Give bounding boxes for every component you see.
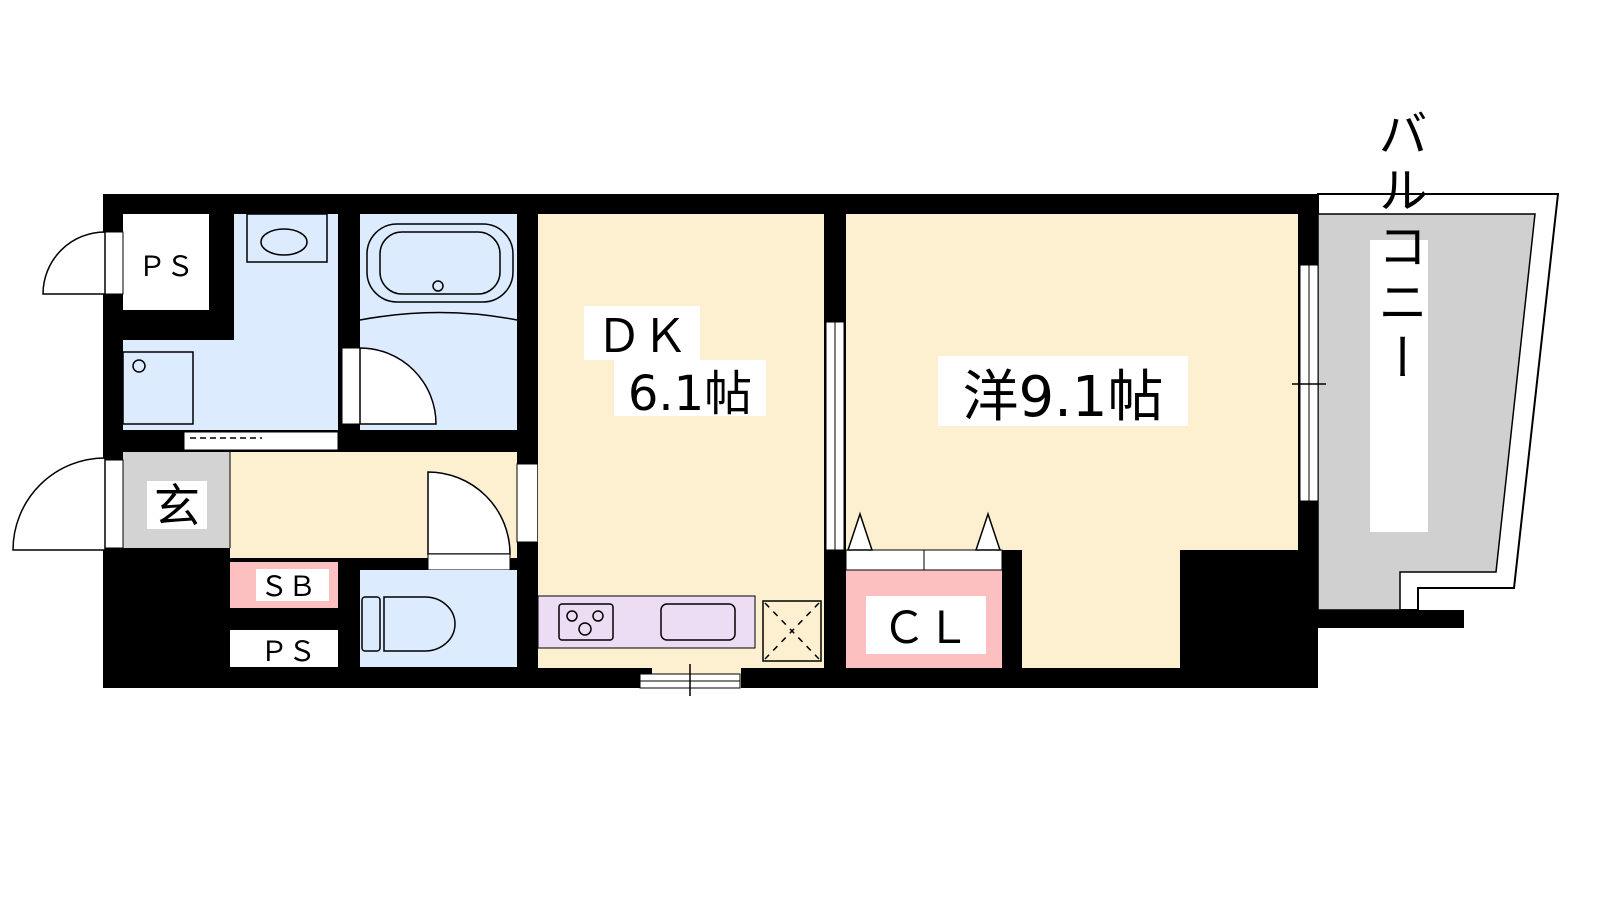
western-room (846, 214, 1298, 668)
balcony-label: バルコニー (1370, 108, 1428, 388)
ps-top-label: ＰＳ (138, 250, 194, 283)
genkan-label: 玄 (154, 479, 200, 533)
washroom (123, 214, 338, 430)
toilet-icon (383, 596, 456, 652)
stove-icon (558, 603, 614, 641)
washing-machine-pan (122, 351, 194, 425)
sink-icon (660, 603, 736, 641)
balcony-wall (1318, 610, 1464, 628)
dk-label: ＤＫ (596, 309, 688, 363)
dining-kitchen (538, 214, 824, 668)
sliding-door[interactable] (183, 431, 339, 451)
dk-size-label: 6.1帖 (628, 366, 752, 422)
ps-bottom-room (230, 630, 338, 667)
drain-icon (132, 359, 146, 373)
bathtub-inner (379, 231, 501, 295)
bathroom-door[interactable] (359, 347, 437, 425)
bathtub-icon (366, 223, 514, 303)
entrance-door[interactable] (12, 457, 106, 551)
washbasin-icon (260, 228, 308, 256)
bathtub-drain (432, 280, 444, 292)
toilet-door[interactable] (427, 471, 511, 555)
western-room-label: 洋9.1帖 (962, 365, 1163, 430)
sb-label: ＳＢ (260, 570, 316, 603)
closet-label: ＣＬ (882, 603, 970, 654)
ps-door[interactable] (42, 231, 106, 295)
washbasin-counter (246, 213, 328, 263)
ps-bottom-label: ＰＳ (260, 635, 316, 668)
